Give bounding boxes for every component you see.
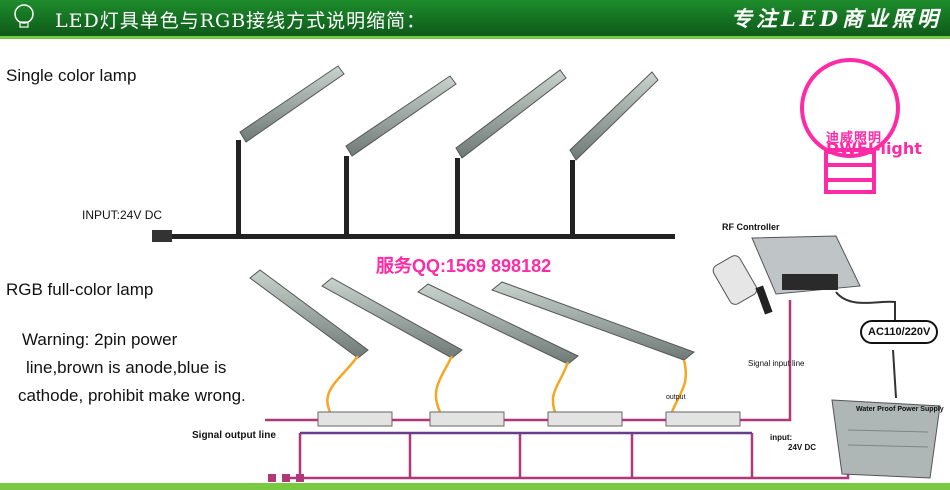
input-connector bbox=[152, 230, 172, 242]
rgb-lamp-3 bbox=[417, 283, 579, 365]
rf-controller bbox=[712, 235, 861, 315]
header-divider bbox=[0, 36, 950, 39]
decoder-3 bbox=[547, 411, 623, 427]
rgb-label: RGB full-color lamp bbox=[6, 280, 154, 299]
rf-controller-label: RF Controller bbox=[722, 222, 780, 232]
waterproof-label: Water Proof Power Supply bbox=[856, 406, 944, 413]
single-lamp-1 bbox=[236, 65, 345, 238]
footer-divider bbox=[0, 483, 950, 490]
rgb-input-label: input: bbox=[770, 433, 793, 442]
bulb-logo-icon bbox=[4, 2, 44, 34]
rgb-lamp-4 bbox=[490, 281, 696, 361]
single-lamp-2 bbox=[344, 75, 457, 238]
header-bar bbox=[0, 0, 950, 36]
rgb-input-voltage: 24V DC bbox=[788, 443, 817, 452]
rgb-lamp-2 bbox=[321, 277, 463, 359]
warning-line-2: line,brown is anode,blue is bbox=[26, 358, 227, 377]
warning-text: Warning: 2pin power line,brown is anode,… bbox=[18, 326, 246, 410]
rgb-lamp-1 bbox=[249, 269, 369, 359]
single-input-label: INPUT:24V DC bbox=[82, 208, 163, 222]
decoder-1 bbox=[317, 411, 393, 427]
single-lamp-4 bbox=[569, 71, 659, 238]
bulb-brand-icon bbox=[800, 58, 900, 194]
brand-name-cn: 迪威照明 bbox=[826, 130, 883, 145]
single-color-label: Single color lamp bbox=[6, 66, 137, 85]
page-title: LED灯具单色与RGB接线方式说明缩简： bbox=[55, 10, 427, 32]
service-qq: 服务QQ:1569 898182 bbox=[376, 256, 552, 276]
signal-input-label: Signal input line bbox=[748, 359, 805, 368]
ac-voltage-badge: AC110/220V bbox=[860, 320, 939, 344]
single-lamp-3 bbox=[455, 69, 567, 238]
power-supply bbox=[831, 399, 941, 479]
single-bus-wire bbox=[170, 234, 675, 239]
brand-name-en: DWEI-light bbox=[826, 139, 922, 158]
warning-line-3: cathode, prohibit make wrong. bbox=[18, 386, 246, 405]
signal-output-label: Signal output line bbox=[192, 430, 276, 441]
output-label: output bbox=[666, 394, 686, 401]
warning-line-1: Warning: 2pin power bbox=[22, 330, 178, 349]
decoder-4 bbox=[665, 411, 741, 427]
decoder-2 bbox=[429, 411, 505, 427]
slogan: 专注LED商业照明 bbox=[731, 6, 942, 31]
